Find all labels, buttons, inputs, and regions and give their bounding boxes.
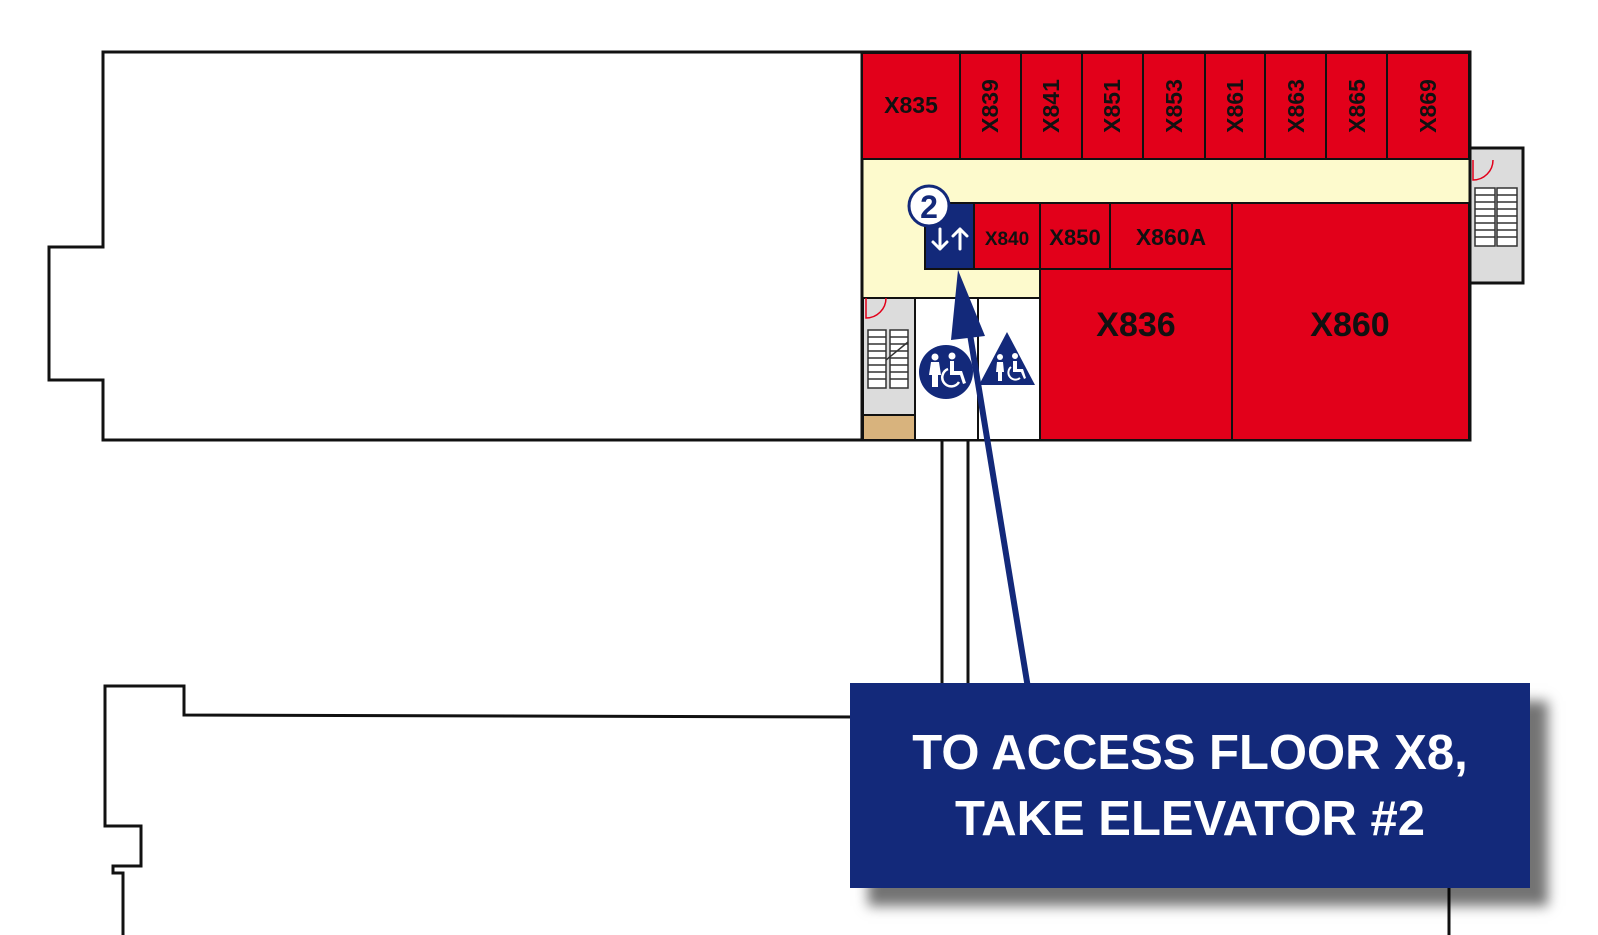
label-x836: X836	[1096, 306, 1175, 344]
room-x853[interactable]	[1142, 52, 1206, 160]
lower-building-outline	[103, 684, 866, 935]
elevator-number-badge: 2	[907, 184, 951, 228]
label-x850: X850	[1049, 225, 1100, 250]
elevator-number: 2	[920, 189, 938, 225]
callout-line-1: TO ACCESS FLOOR X8,	[912, 725, 1468, 780]
room-x836[interactable]	[1039, 268, 1233, 441]
label-x860a: X860A	[1136, 224, 1206, 250]
label-x865: X865	[1344, 79, 1370, 133]
label-x863: X863	[1283, 79, 1309, 133]
callout-line-2: TAKE ELEVATOR #2	[954, 791, 1426, 846]
room-x835[interactable]	[861, 52, 961, 160]
room-x851[interactable]	[1081, 52, 1144, 160]
accessible-restroom-triangle-icon	[979, 332, 1035, 385]
room-x850[interactable]	[1039, 202, 1111, 270]
room-x860[interactable]	[1231, 202, 1470, 441]
room-x869[interactable]	[1386, 52, 1470, 160]
door-swing-icon	[865, 297, 887, 319]
label-x835: X835	[884, 92, 938, 118]
label-x869: X869	[1415, 79, 1441, 133]
label-x861: X861	[1222, 79, 1248, 133]
label-x851: X851	[1099, 79, 1125, 133]
stairs-icon-right	[1474, 187, 1518, 247]
label-x839: X839	[977, 79, 1003, 133]
elevator-up-down-arrows-icon	[931, 227, 969, 251]
door-swing-icon-right	[1472, 159, 1494, 181]
stairs-icon	[867, 329, 909, 389]
room-x861[interactable]	[1204, 52, 1266, 160]
label-x860: X860	[1310, 306, 1389, 344]
label-x841: X841	[1038, 79, 1064, 133]
label-x853: X853	[1161, 79, 1187, 133]
room-x839[interactable]	[959, 52, 1022, 160]
room-x863[interactable]	[1264, 52, 1327, 160]
direction-arrow	[951, 270, 1031, 689]
instruction-callout: TO ACCESS FLOOR X8, TAKE ELEVATOR #2	[850, 683, 1530, 888]
room-x860a[interactable]	[1109, 202, 1233, 270]
label-x840: X840	[985, 229, 1029, 250]
accessible-restroom-circle-icon	[919, 345, 973, 399]
stair-landing	[862, 414, 916, 441]
